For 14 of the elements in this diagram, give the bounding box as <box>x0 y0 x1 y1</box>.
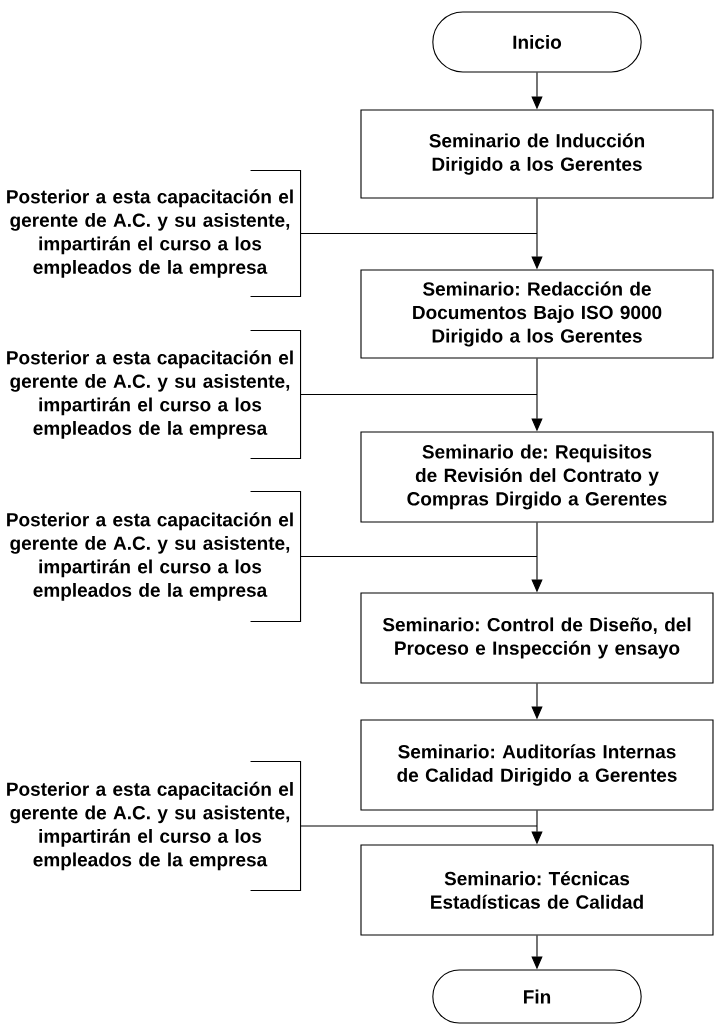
annotation-bracket: Posterior a esta capacitación el gerente de A.C. y su asistente, impartirán el curso a los empleados de la empresa <box>7 760 302 892</box>
process-box: Seminario de Inducción Dirigido a los Gerentes <box>360 109 714 199</box>
process-box: Seminario: Auditorías Internas de Calidad Dirigido a Gerentes <box>360 719 714 811</box>
leader-line <box>300 393 538 396</box>
annotation-bracket: Posterior a esta capacitación el gerente de A.C. y su asistente, impartirán el curso a los empleados de la empresa <box>7 329 302 460</box>
annotation-bracket: Posterior a esta capacitación el gerente de A.C. y su asistente, impartirán el curso a los empleados de la empresa <box>7 490 302 623</box>
leader-line <box>300 232 538 235</box>
process-box: Seminario de: Requisitos de Revisión del Contrato y Compras Dirgido a Gerentes <box>360 431 714 523</box>
leader-line <box>300 555 538 558</box>
process-box: Seminario: Redacción de Documentos Bajo ISO 9000 Dirigido a los Gerentes <box>360 269 714 359</box>
process-box: Seminario: Control de Diseño, del Proceso e Inspección y ensayo <box>360 592 714 684</box>
process-box: Seminario: Técnicas Estadísticas de Calidad <box>360 844 714 936</box>
leader-line <box>300 825 538 827</box>
annotation-bracket: Posterior a esta capacitación el gerente de A.C. y su asistente, impartirán el curso a los empleados de la empresa <box>7 169 302 298</box>
